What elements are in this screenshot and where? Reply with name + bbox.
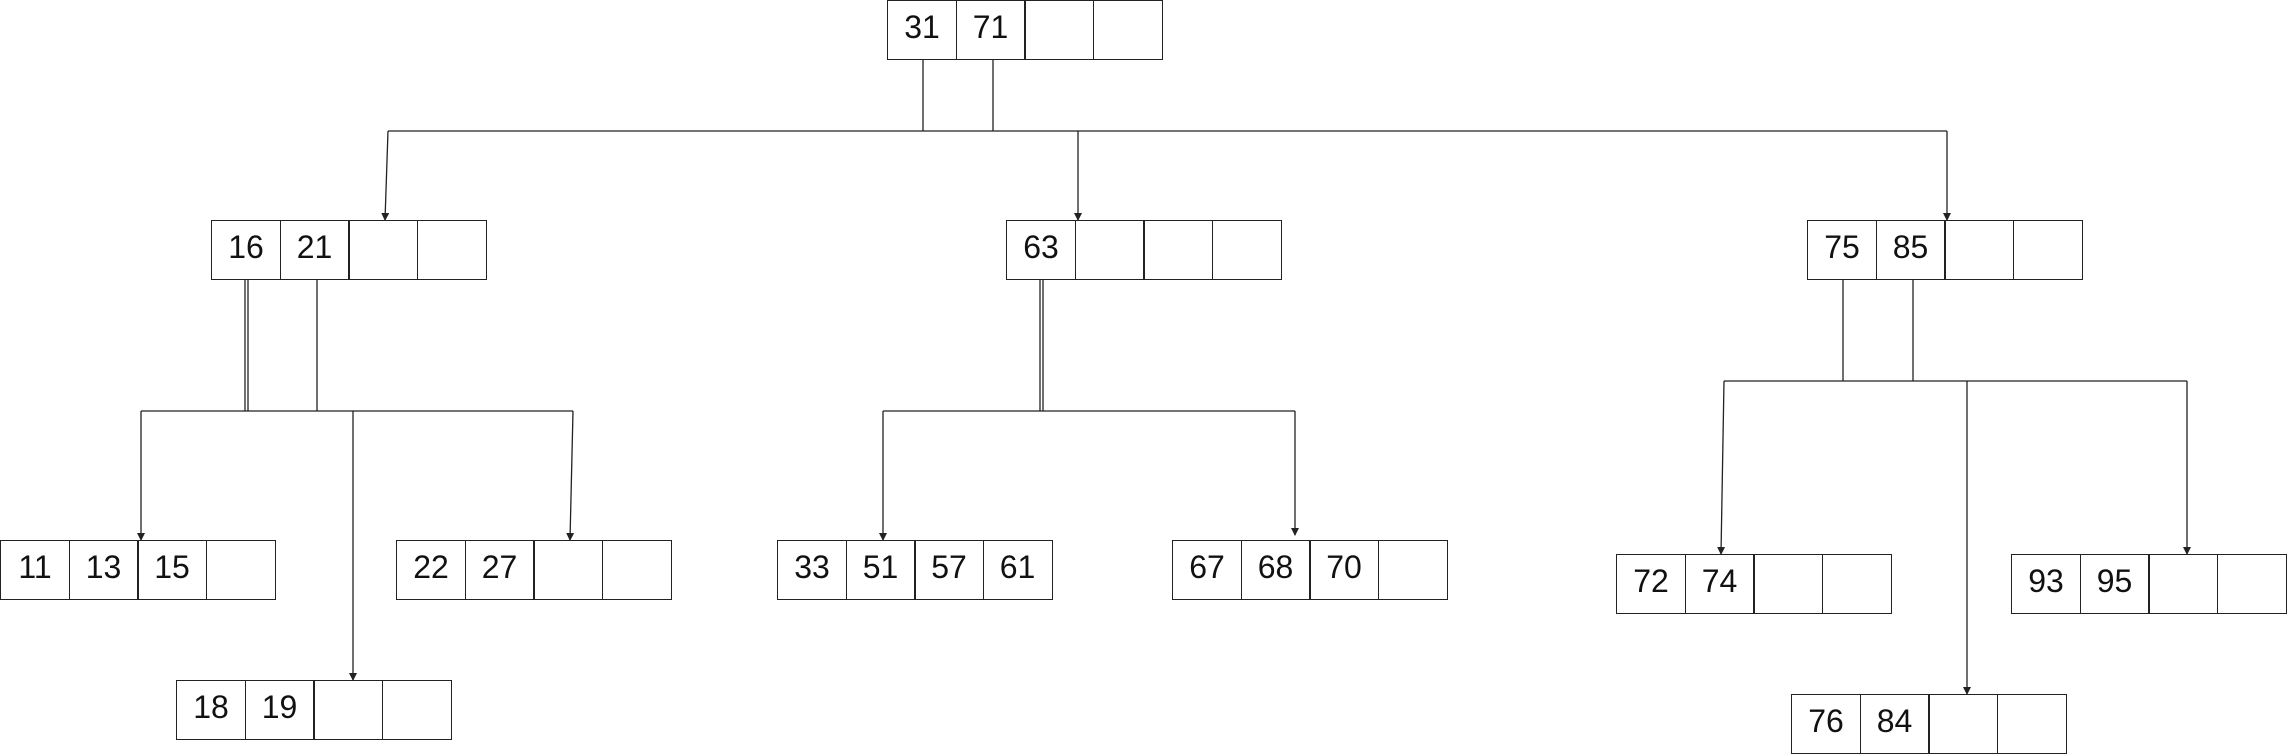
key-cell: 72	[1616, 554, 1686, 614]
edge-root-bus	[388, 60, 1947, 132]
leaf-node: 22 27	[396, 540, 672, 600]
key-cell	[533, 540, 603, 600]
key-cell: 21	[279, 220, 350, 280]
edge-to-72-74	[1717, 380, 1726, 555]
leaf-node: 33 51 57 61	[777, 540, 1053, 600]
key-cell	[1753, 554, 1823, 614]
edge-16-21-bus	[141, 280, 573, 412]
key-cell: 68	[1240, 540, 1311, 600]
key-cell: 57	[914, 540, 984, 600]
key-cell: 75	[1807, 220, 1877, 280]
edge-root-to-16-21	[381, 130, 390, 221]
key-cell	[1928, 694, 1998, 754]
key-cell: 27	[464, 540, 535, 600]
internal-node: 16 21	[211, 220, 487, 280]
internal-node: 75 85	[1807, 220, 2083, 280]
leaf-node: 93 95	[2011, 554, 2287, 614]
key-cell	[601, 540, 672, 600]
key-cell	[381, 680, 452, 740]
key-cell	[205, 540, 276, 600]
internal-node: 63	[1006, 220, 1282, 280]
key-cell: 93	[2011, 554, 2081, 614]
key-cell: 95	[2079, 554, 2150, 614]
key-cell	[348, 220, 418, 280]
key-cell: 71	[955, 0, 1026, 60]
key-cell: 16	[211, 220, 281, 280]
edge-63-bus	[883, 280, 1295, 412]
leaf-node: 72 74	[1616, 554, 1892, 614]
key-cell: 33	[777, 540, 847, 600]
key-cell: 63	[1006, 220, 1076, 280]
key-cell: 76	[1791, 694, 1861, 754]
key-cell: 13	[68, 540, 139, 600]
key-cell: 18	[176, 680, 246, 740]
key-cell: 85	[1875, 220, 1946, 280]
key-cell: 84	[1859, 694, 1930, 754]
leaf-node: 76 84	[1791, 694, 2067, 754]
key-cell: 11	[0, 540, 70, 600]
leaf-node: 11 13 15	[0, 540, 276, 600]
root-node: 31 71	[887, 0, 1163, 60]
key-cell: 15	[137, 540, 207, 600]
edge-to-22-27	[566, 410, 575, 541]
key-cell	[1074, 220, 1145, 280]
key-cell: 74	[1684, 554, 1755, 614]
key-cell	[313, 680, 383, 740]
key-cell	[2012, 220, 2083, 280]
key-cell	[1377, 540, 1448, 600]
key-cell: 67	[1172, 540, 1242, 600]
key-cell: 19	[244, 680, 315, 740]
key-cell	[1143, 220, 1213, 280]
key-cell	[1944, 220, 2014, 280]
edge-75-85-bus	[1724, 280, 2187, 382]
key-cell	[1024, 0, 1094, 60]
key-cell: 51	[845, 540, 916, 600]
leaf-node: 18 19	[176, 680, 452, 740]
leaf-node: 67 68 70	[1172, 540, 1448, 600]
key-cell	[1092, 0, 1163, 60]
key-cell	[2216, 554, 2287, 614]
key-cell: 31	[887, 0, 957, 60]
key-cell: 22	[396, 540, 466, 600]
key-cell	[416, 220, 487, 280]
key-cell: 70	[1309, 540, 1379, 600]
key-cell	[1211, 220, 1282, 280]
key-cell: 61	[982, 540, 1053, 600]
key-cell	[1821, 554, 1892, 614]
key-cell	[2148, 554, 2218, 614]
key-cell	[1996, 694, 2067, 754]
